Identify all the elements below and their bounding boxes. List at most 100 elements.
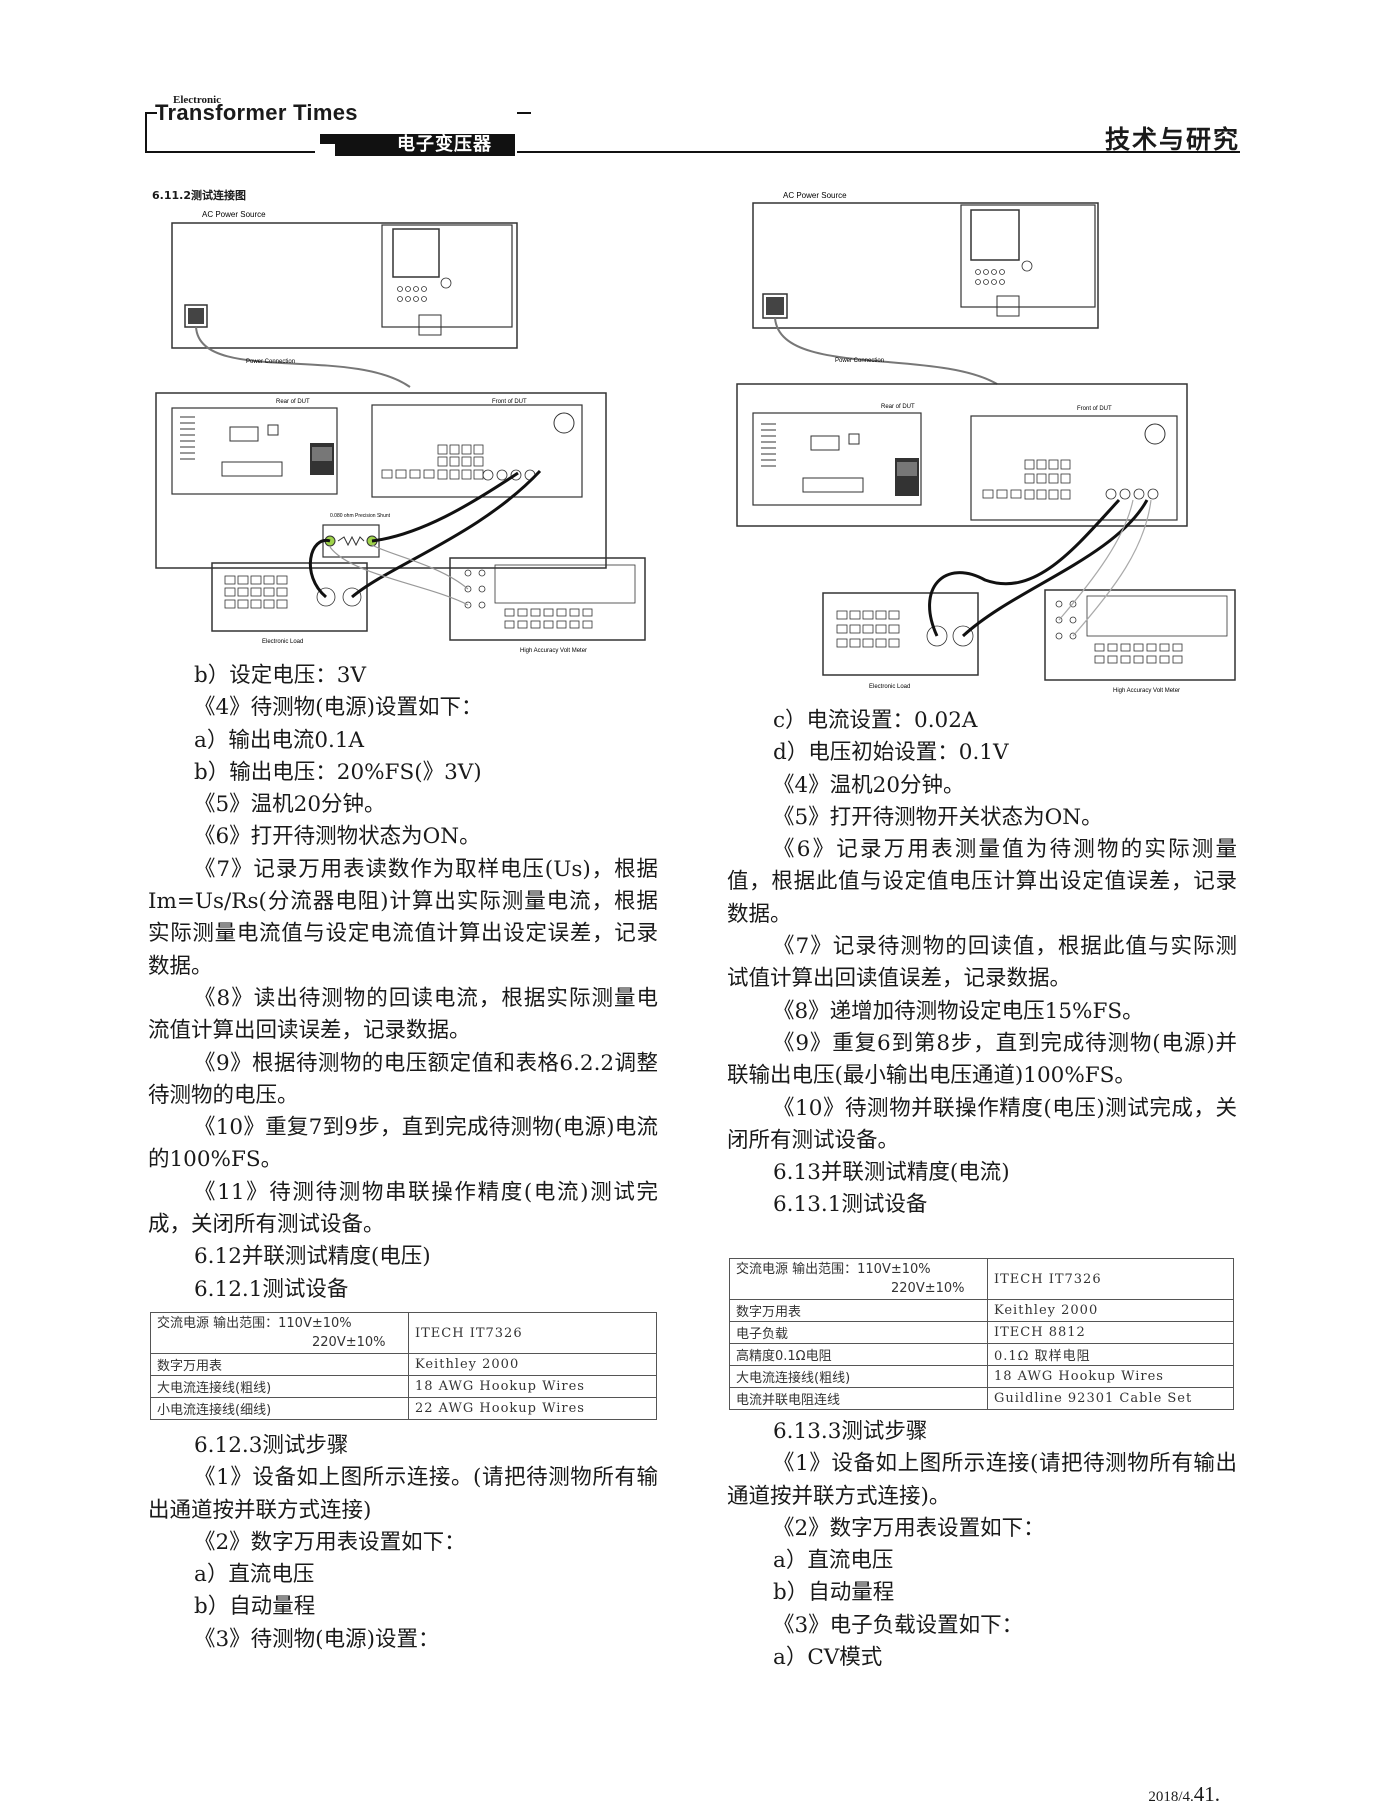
table-cell: 交流电源 输出范围：110V±10% 220V±10% (150, 1312, 409, 1354)
masthead-rule (145, 151, 315, 153)
right-equipment-table: 交流电源 输出范围：110V±10% 220V±10% ITECH IT7326… (729, 1258, 1234, 1410)
ac-source-label: AC Power Source (202, 210, 266, 219)
right-connection-diagram: AC Power Source Power Connection Rear of… (735, 188, 1245, 698)
rear-label: Rear of DUT (881, 404, 915, 410)
left-equipment-table: 交流电源 输出范围：110V±10% 220V±10% ITECH IT7326… (150, 1312, 657, 1420)
right-column-text: c）电流设置：0.02A d）电压初始设置：0.1V 《4》温机20分钟。 《5… (727, 705, 1237, 1222)
table-cell: 电流并联电阻连线 (729, 1387, 988, 1410)
right-column-text-2: 6.13.3测试步骤 《1》设备如上图所示连接(请把待测物所有输出通道按并联方式… (727, 1416, 1237, 1674)
paragraph: 《9》重复6到第8步，直到完成待测物(电源)并联输出电压(最小输出电压通道)10… (727, 1030, 1237, 1089)
brand-main: Transformer Times (155, 100, 358, 125)
table-cell: 0.1Ω 取样电阻 (987, 1343, 1234, 1366)
left-column-text: b）设定电压：3V 《4》待测物(电源)设置如下： a）输出电流0.1A b）输… (148, 660, 658, 1306)
paragraph: 《8》递增加待测物设定电压15%FS。 (773, 998, 1144, 1024)
power-connection-label: Power Connection (835, 358, 884, 364)
paragraph: 《7》记录万用表读数作为取样电压(Us)，根据Im=Us/Rs(分流器电阻)计算… (148, 856, 658, 979)
figure-caption: 6.11.2测试连接图 (152, 189, 246, 202)
table-row: 交流电源 输出范围：110V±10% 220V±10% ITECH IT7326 (150, 1312, 657, 1354)
paragraph: 《1》设备如上图所示连接。(请把待测物所有输出通道按并联方式连接) (148, 1465, 658, 1523)
page-number: 41. (1193, 1782, 1220, 1806)
paragraph: 《3》待测物(电源)设置： (194, 1626, 440, 1652)
issue-date: 2018/4. (1148, 1789, 1194, 1805)
paragraph: 《3》电子负载设置如下： (773, 1612, 1024, 1638)
power-connection-label: Power Connection (246, 359, 295, 365)
section-heading: 6.13并联测试精度(电流) (773, 1160, 1010, 1186)
paragraph: 《6》打开待测物状态为ON。 (194, 824, 481, 850)
table-cell: 数字万用表 (150, 1353, 409, 1376)
table-cell: 22 AWG Hookup Wires (408, 1397, 657, 1420)
table-cell: ITECH 8812 (987, 1321, 1234, 1344)
front-label: Front of DUT (1077, 406, 1112, 412)
paragraph: 《7》记录待测物的回读值，根据此值与实际测试值计算出回读值误差，记录数据。 (727, 934, 1237, 992)
left-column-text-2: 6.12.3测试步骤 《1》设备如上图所示连接。(请把待测物所有输出通道按并联方… (148, 1430, 658, 1656)
brand-cn: 电子变压器 (397, 134, 492, 155)
masthead-rule (517, 151, 1240, 153)
paragraph: 《1》设备如上图所示连接(请把待测物所有输出通道按并联方式连接)。 (727, 1451, 1237, 1509)
left-equipment-table-wrap: 交流电源 输出范围：110V±10% 220V±10% ITECH IT7326… (150, 1312, 657, 1420)
paragraph: 《2》数字万用表设置如下： (773, 1515, 1045, 1541)
section-heading: 6.12.3测试步骤 (194, 1433, 349, 1458)
table-cell-text: 220V±10% (891, 1281, 965, 1296)
table-cell: ITECH IT7326 (987, 1258, 1234, 1300)
table-cell-text: 交流电源 输出范围：110V±10% (736, 1262, 931, 1277)
dut-box (155, 392, 607, 569)
paragraph: 《9》根据待测物的电压额定值和表格6.2.2调整待测物的电压。 (148, 1050, 658, 1108)
section-heading: 6.13.3测试步骤 (773, 1419, 928, 1444)
table-cell: Keithley 2000 (408, 1353, 657, 1376)
brand-small: Electronic (173, 94, 222, 106)
volt-meter-box (449, 557, 646, 641)
volt-meter-label: High Accuracy Volt Meter (520, 648, 587, 654)
masthead-rule (517, 112, 531, 114)
paragraph: 《4》待测物(电源)设置如下： (194, 695, 483, 721)
masthead-block (335, 134, 515, 156)
table-cell: 高精度0.1Ω电阻 (729, 1343, 988, 1366)
page-footer: 2018/4.41. (1148, 1782, 1220, 1807)
paragraph: 《11》待测待测物串联操作精度(电流)测试完成，关闭所有测试设备。 (148, 1179, 658, 1238)
shunt-label: 0.080 ohm Precision Shunt (330, 513, 391, 519)
paragraph: 《5》打开待测物开关状态为ON。 (773, 804, 1103, 830)
paragraph: 《10》待测物并联操作精度(电压)测试完成，关闭所有测试设备。 (727, 1095, 1237, 1153)
table-cell: 大电流连接线(粗线) (150, 1375, 409, 1398)
paragraph: b）输出电压：20%FS(》3V) (194, 759, 482, 785)
paragraph: c）电流设置：0.02A (773, 708, 978, 733)
paragraph: 《6》记录万用表测量值为待测物的实际测量值，根据此值与设定值电压计算出设定值误差… (727, 837, 1237, 927)
section-heading: 6.13.1测试设备 (773, 1192, 928, 1218)
paragraph: 《2》数字万用表设置如下： (194, 1529, 466, 1555)
section-heading: 6.12.1测试设备 (194, 1276, 349, 1302)
paragraph: 《8》读出待测物的回读电流，根据实际测量电流值计算出回读误差，记录数据。 (148, 985, 658, 1044)
paragraph: 《5》温机20分钟。 (194, 792, 386, 818)
left-connection-diagram: AC Power Source Power Connection Rear of… (150, 205, 670, 660)
paragraph: a）CV模式 (773, 1645, 883, 1671)
electronic-load-label: Electronic Load (262, 639, 303, 645)
table-cell-text: 220V±10% (312, 1335, 386, 1350)
masthead-rule (145, 112, 157, 114)
section-heading: 6.12并联测试精度(电压) (194, 1244, 431, 1270)
paragraph: b）自动量程 (194, 1594, 316, 1620)
paragraph: a）输出电流0.1A (194, 727, 365, 753)
paragraph: 《4》温机20分钟。 (773, 772, 965, 798)
table-cell: 大电流连接线(粗线) (729, 1365, 988, 1388)
right-equipment-table-wrap: 交流电源 输出范围：110V±10% 220V±10% ITECH IT7326… (729, 1258, 1234, 1410)
paragraph: a）直流电压 (194, 1562, 315, 1588)
table-cell: ITECH IT7326 (408, 1312, 657, 1354)
electronic-load-box (211, 562, 368, 632)
table-row: 大电流连接线(粗线)18 AWG Hookup Wires (150, 1375, 657, 1398)
table-cell-text: 交流电源 输出范围：110V±10% (157, 1316, 352, 1331)
paragraph: b）设定电压：3V (194, 663, 366, 688)
masthead-rule (145, 112, 147, 152)
ac-source-label: AC Power Source (783, 191, 847, 200)
paragraph: 《10》重复7到9步，直到完成待测物(电源)电流的100%FS。 (148, 1115, 658, 1173)
table-cell: Keithley 2000 (987, 1299, 1234, 1322)
table-row: 交流电源 输出范围：110V±10% 220V±10% ITECH IT7326 (729, 1258, 1234, 1300)
table-cell: 电子负载 (729, 1321, 988, 1344)
masthead-block (320, 134, 348, 144)
rear-label: Rear of DUT (276, 399, 310, 405)
table-cell: 18 AWG Hookup Wires (408, 1375, 657, 1398)
masthead: Electronic Transformer Times 电子变压器 技术与研究 (145, 90, 1240, 170)
volt-meter-label: High Accuracy Volt Meter (1113, 688, 1180, 694)
